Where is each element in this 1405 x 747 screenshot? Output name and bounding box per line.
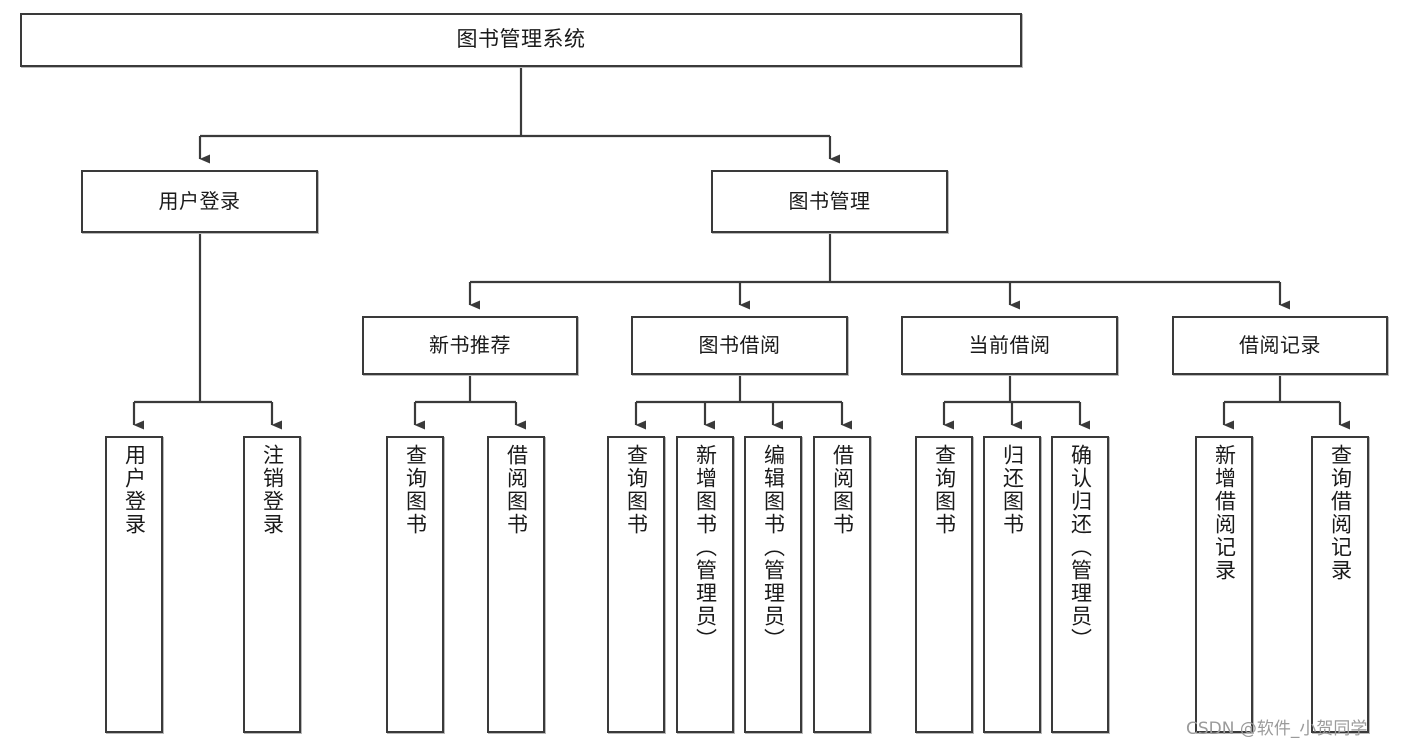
node-leaf-confirm-return[interactable]: 确认归还（管理员）	[1051, 436, 1109, 733]
node-leaf-edit-book-label: 编辑图书（管理员）	[761, 444, 786, 651]
node-leaf-return-book-label: 归还图书	[1000, 444, 1025, 536]
node-leaf-borrow-book-2-label: 借阅图书	[830, 444, 855, 536]
node-leaf-user-login-label: 用户登录	[122, 444, 147, 536]
node-leaf-query-book-2[interactable]: 查询图书	[607, 436, 665, 733]
node-book-manage[interactable]: 图书管理	[711, 170, 948, 233]
node-root-label: 图书管理系统	[456, 27, 586, 52]
watermark-label: CSDN @软件_小贺同学	[1186, 719, 1368, 739]
node-leaf-add-borrow-record[interactable]: 新增借阅记录	[1195, 436, 1253, 733]
node-leaf-logout-login-label: 注销登录	[260, 444, 285, 536]
node-leaf-edit-book[interactable]: 编辑图书（管理员）	[744, 436, 802, 733]
node-leaf-confirm-return-label: 确认归还（管理员）	[1068, 444, 1093, 651]
node-borrow-record[interactable]: 借阅记录	[1172, 316, 1388, 375]
node-book-manage-label: 图书管理	[788, 189, 871, 214]
node-leaf-borrow-book-1[interactable]: 借阅图书	[487, 436, 545, 733]
node-new-book-recommend[interactable]: 新书推荐	[362, 316, 578, 375]
node-leaf-add-borrow-record-label: 新增借阅记录	[1212, 444, 1237, 582]
node-leaf-query-book-3[interactable]: 查询图书	[915, 436, 973, 733]
node-book-borrow[interactable]: 图书借阅	[631, 316, 848, 375]
node-leaf-return-book[interactable]: 归还图书	[983, 436, 1041, 733]
node-leaf-logout-login[interactable]: 注销登录	[243, 436, 301, 733]
node-leaf-add-book-label: 新增图书（管理员）	[693, 444, 718, 651]
node-leaf-query-book-3-label: 查询图书	[932, 444, 957, 536]
node-leaf-query-borrow-record-label: 查询借阅记录	[1328, 444, 1353, 582]
node-leaf-query-borrow-record[interactable]: 查询借阅记录	[1311, 436, 1369, 733]
node-user-login-label: 用户登录	[158, 189, 241, 214]
node-leaf-borrow-book-2[interactable]: 借阅图书	[813, 436, 871, 733]
node-leaf-query-book-2-label: 查询图书	[624, 444, 649, 536]
node-leaf-query-book-1[interactable]: 查询图书	[386, 436, 444, 733]
node-current-borrow[interactable]: 当前借阅	[901, 316, 1118, 375]
node-current-borrow-label: 当前借阅	[968, 333, 1051, 358]
node-user-login[interactable]: 用户登录	[81, 170, 318, 233]
node-leaf-add-book[interactable]: 新增图书（管理员）	[676, 436, 734, 733]
node-root[interactable]: 图书管理系统	[20, 13, 1022, 67]
node-book-borrow-label: 图书借阅	[698, 333, 781, 358]
node-leaf-user-login[interactable]: 用户登录	[105, 436, 163, 733]
node-borrow-record-label: 借阅记录	[1239, 333, 1321, 358]
node-leaf-query-book-1-label: 查询图书	[403, 444, 428, 536]
node-leaf-borrow-book-1-label: 借阅图书	[504, 444, 529, 536]
node-new-book-recommend-label: 新书推荐	[429, 333, 511, 358]
